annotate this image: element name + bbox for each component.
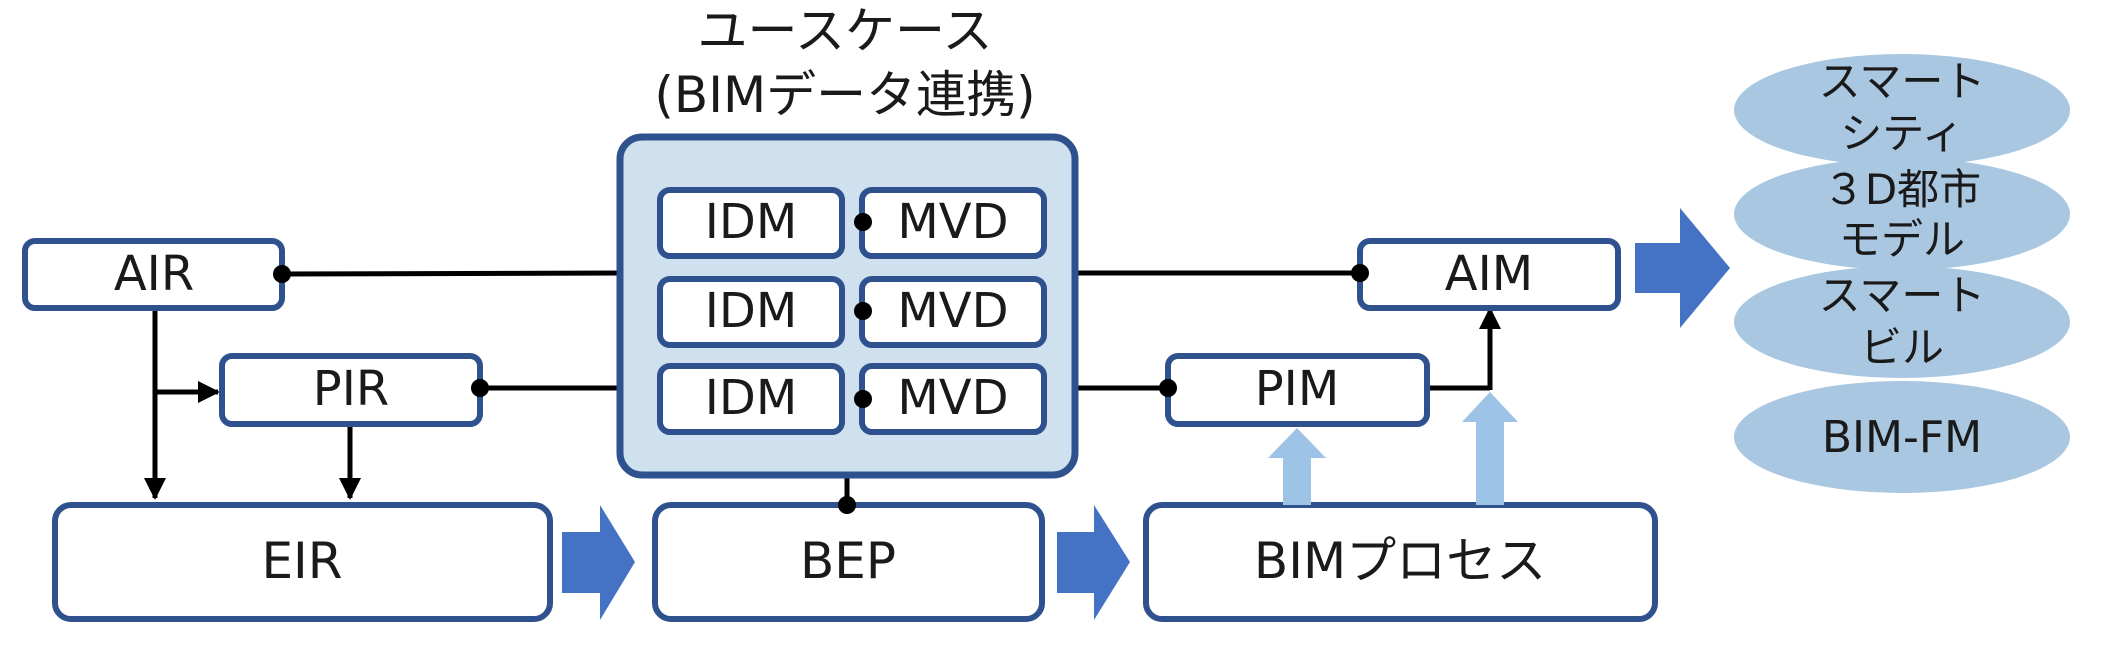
outcome-smart-city-line2: シティ bbox=[1840, 109, 1963, 158]
flow-arrow-aim-to-outcomes bbox=[1635, 208, 1730, 328]
idm-label: IDM bbox=[705, 194, 798, 250]
aim-label: AIM bbox=[1445, 246, 1533, 302]
mvd-label: MVD bbox=[897, 283, 1008, 339]
outcome-3d-city-model-line1: ３D都市 bbox=[1823, 165, 1981, 214]
outcome-bim-fm: BIM-FM bbox=[1734, 381, 2070, 493]
outcome-smart-building: スマート ビル bbox=[1734, 266, 2070, 378]
flow-arrow-bep-to-bim-process bbox=[1057, 505, 1130, 620]
pim-label: PIM bbox=[1255, 361, 1340, 417]
air-label: AIR bbox=[114, 246, 194, 302]
idm-mvd-pair-1: IDM MVD bbox=[657, 187, 1047, 259]
outcome-bim-fm-line1: BIM-FM bbox=[1822, 412, 1982, 463]
usecase-title-line1: ユースケース bbox=[698, 2, 993, 60]
idm-box bbox=[657, 276, 845, 348]
up-arrow-to-aim bbox=[1462, 392, 1518, 505]
outcome-smart-city: スマート シティ bbox=[1734, 54, 2070, 166]
idm-box bbox=[657, 187, 845, 259]
connection-dots bbox=[273, 213, 1369, 514]
eir-box bbox=[52, 502, 553, 622]
outcome-smart-city-line1: スマート bbox=[1819, 57, 1986, 106]
idm-box bbox=[657, 363, 845, 435]
idm-label: IDM bbox=[705, 283, 798, 339]
flow-arrow-eir-to-bep bbox=[562, 505, 635, 620]
idm-mvd-pair-3: IDM MVD bbox=[657, 363, 1047, 435]
mvd-label: MVD bbox=[897, 370, 1008, 426]
bim-process-label: BIMプロセス bbox=[1254, 532, 1546, 590]
up-arrow-to-pim bbox=[1268, 428, 1326, 505]
usecase-title-line2: (BIMデータ連携) bbox=[654, 66, 1035, 124]
bep-label: BEP bbox=[800, 532, 896, 590]
bim-process-box bbox=[1143, 502, 1658, 622]
outcome-smart-building-line1: スマート bbox=[1819, 271, 1986, 320]
mvd-label: MVD bbox=[897, 194, 1008, 250]
outcome-3d-city-model: ３D都市 モデル bbox=[1734, 158, 2070, 270]
idm-label: IDM bbox=[705, 370, 798, 426]
pir-label: PIR bbox=[313, 361, 389, 417]
outcome-smart-building-line2: ビル bbox=[1860, 323, 1944, 372]
eir-label: EIR bbox=[261, 532, 342, 590]
idm-mvd-pair-2: IDM MVD bbox=[657, 276, 1047, 348]
outcome-3d-city-model-line2: モデル bbox=[1839, 215, 1965, 264]
